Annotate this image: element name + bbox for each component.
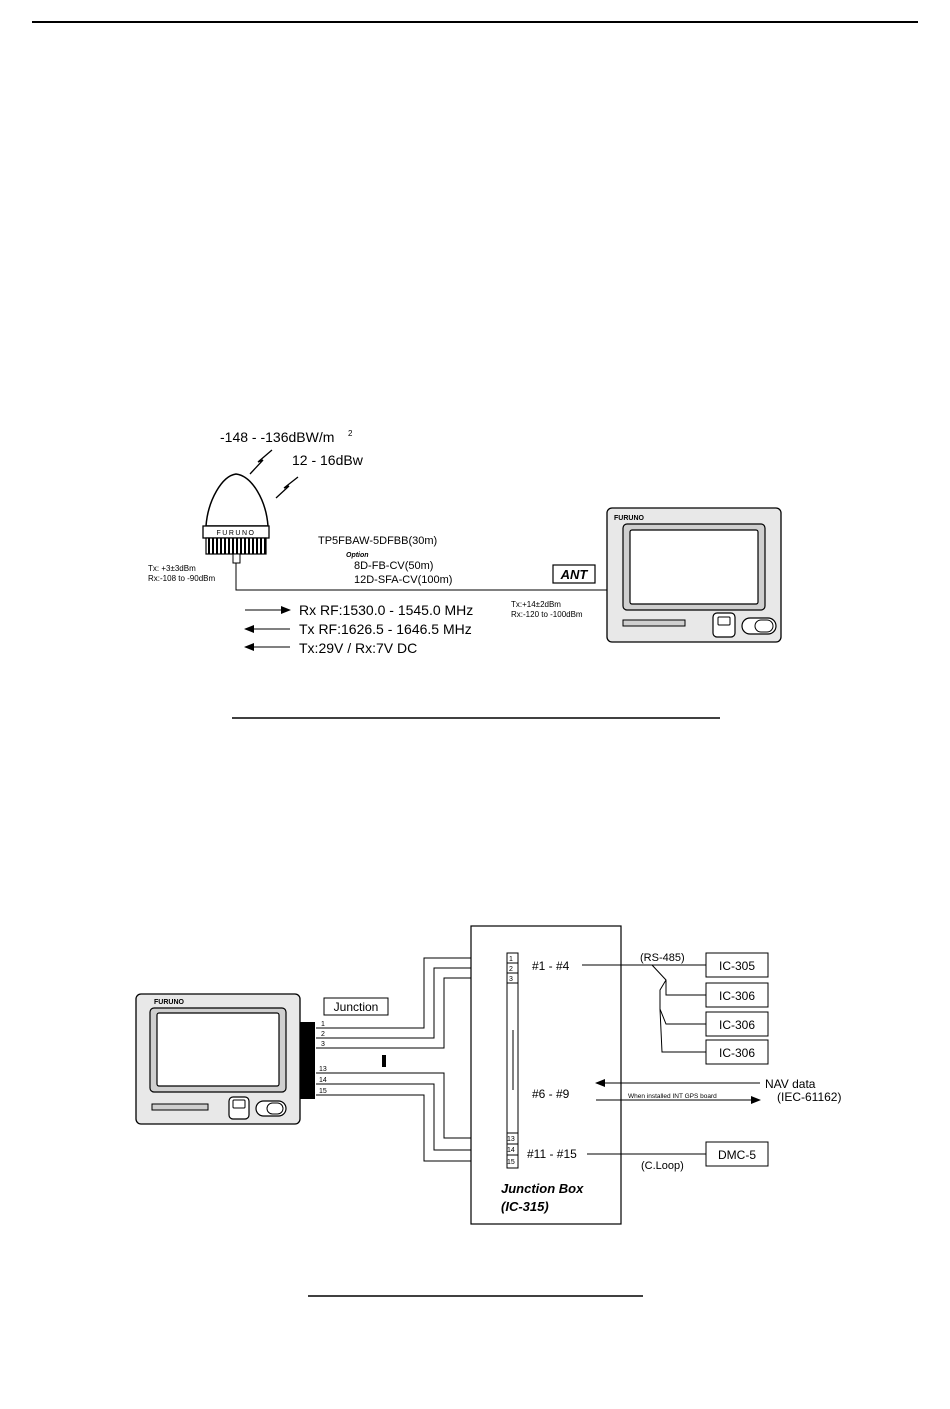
ant-port-label: ANT	[560, 567, 589, 582]
pin-box-1: 1	[509, 956, 513, 963]
antenna-unit: FURUNO	[202, 473, 270, 564]
cable-main-label: TP5FBAW-5DFBB(30m)	[318, 535, 437, 547]
ic306-label-3: IC-306	[719, 1046, 755, 1060]
terminal-screen	[629, 529, 759, 605]
terminal-handset-inner	[717, 616, 731, 626]
terminal-tx-level: Tx:+14±2dBm	[511, 600, 561, 609]
terminal-rx-level: Rx:-120 to -100dBm	[511, 610, 583, 619]
terminal-brand-label: FURUNO	[614, 515, 644, 522]
pin-box-2: 2	[509, 966, 513, 973]
pin-box-14: 14	[507, 1147, 515, 1154]
cloop-label: (C.Loop)	[641, 1160, 684, 1172]
group-3-label: #11 - #15	[527, 1147, 577, 1161]
terminal2-button-inner	[266, 1102, 284, 1115]
terminal-unit-2: FURUNO	[135, 993, 301, 1125]
dmc5-box	[705, 1141, 769, 1167]
terminal2-connector	[300, 1022, 315, 1099]
rx-rf-label: Rx RF:1530.0 - 1545.0 MHz	[299, 602, 473, 618]
terminal2-brand-label: FURUNO	[154, 999, 184, 1006]
terminal-unit: FURUNO	[606, 507, 782, 643]
antenna-base-fins	[205, 537, 267, 555]
nav-note-label: When installed INT GPS board	[628, 1093, 717, 1100]
ic305-box	[705, 952, 769, 978]
antenna-tx-level: Tx: +3±3dBm	[148, 564, 196, 573]
wire-1	[316, 957, 507, 1029]
ic305-label: IC-305	[719, 959, 755, 973]
nav-data-label: NAV data	[765, 1077, 816, 1091]
junction-box	[470, 925, 622, 1225]
junction-label-box	[323, 997, 389, 1016]
pin-left-14: 14	[319, 1077, 327, 1084]
ic306-box-1	[705, 982, 769, 1008]
wire-15	[316, 1094, 507, 1162]
terminal2-handset-inner	[232, 1099, 246, 1109]
pin-left-2: 2	[321, 1031, 325, 1038]
iec-label: (IEC-61162)	[777, 1090, 841, 1104]
pin-left-3: 3	[321, 1041, 325, 1048]
signal-level-superscript: 2	[348, 429, 353, 438]
terminal2-slot	[151, 1103, 209, 1111]
ic306-box-2	[705, 1011, 769, 1037]
wire-marker	[382, 1055, 386, 1067]
ic306-label-1: IC-306	[719, 989, 755, 1003]
antenna-dome-icon	[205, 473, 269, 527]
rs485-bus	[582, 964, 706, 1053]
dc-label: Tx:29V / Rx:7V DC	[299, 640, 417, 656]
signal-level-label: -148 - -136dBW/m	[220, 429, 334, 445]
terminal2-screen	[156, 1012, 280, 1087]
pin-box-3: 3	[509, 976, 513, 983]
cable-option1-label: 8D-FB-CV(50m)	[354, 560, 433, 572]
antenna-cable	[235, 563, 607, 591]
downlink-bolt-icon	[249, 449, 273, 475]
terminal-strip-cells	[507, 962, 518, 1156]
antenna-diagram: -148 - -136dBW/m 2 12 - 16dBw FURUNO TP5…	[148, 429, 782, 656]
eirp-label: 12 - 16dBw	[292, 452, 364, 468]
terminal-slot	[622, 619, 686, 627]
uplink-bolt-icon	[275, 476, 299, 499]
tx-rf-label: Tx RF:1626.5 - 1646.5 MHz	[299, 621, 472, 637]
junction-box-model: (IC-315)	[501, 1199, 549, 1214]
group-1-label: #1 - #4	[532, 959, 570, 973]
ic306-box-3	[705, 1039, 769, 1065]
ic306-label-2: IC-306	[719, 1018, 755, 1032]
terminal-button-inner	[754, 619, 774, 633]
pin-box-15: 15	[507, 1159, 515, 1166]
pin-left-15: 15	[319, 1088, 327, 1095]
junction-diagram: FURUNO Junction 1 2 3 13 14 15	[135, 925, 841, 1225]
ant-port-box	[552, 564, 596, 584]
antenna-rx-level: Rx:-108 to -90dBm	[148, 574, 215, 583]
group-2-label: #6 - #9	[532, 1087, 570, 1101]
pin-box-13: 13	[507, 1136, 515, 1143]
option-label: Option	[346, 552, 369, 559]
dmc5-label: DMC-5	[718, 1148, 756, 1162]
antenna-brand-label: FURUNO	[217, 530, 256, 537]
junction-box-title: Junction Box	[501, 1181, 584, 1196]
junction-label: Junction	[334, 1000, 379, 1014]
antenna-connector	[232, 553, 241, 564]
pin-left-1: 1	[321, 1021, 325, 1028]
rs485-label: (RS-485)	[640, 952, 685, 964]
cable-option2-label: 12D-SFA-CV(100m)	[354, 574, 452, 586]
pin-left-13: 13	[319, 1066, 327, 1073]
